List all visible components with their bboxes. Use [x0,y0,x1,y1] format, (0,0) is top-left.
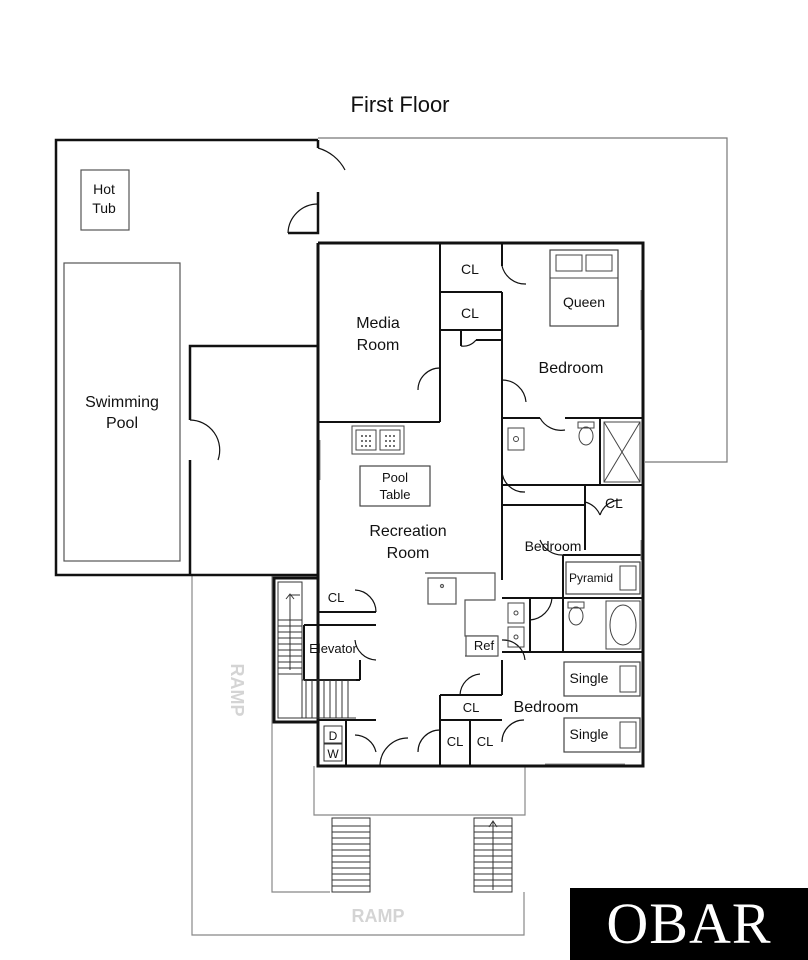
stair-walls [272,576,318,724]
deck-outline [318,137,728,463]
svg-text:Single: Single [570,726,609,742]
exterior-stairs-left [331,817,371,893]
svg-text:D: D [329,729,338,743]
closet-label: CL [328,590,345,605]
kitchen-counter [425,572,499,657]
single-bed: Single [563,717,641,753]
svg-text:Pool: Pool [106,415,138,432]
interior-stairs [277,581,356,719]
svg-text:Room: Room [387,545,430,562]
svg-text:Hot: Hot [93,181,115,197]
interior-walls [303,243,643,766]
closet-label: CL [463,700,480,715]
ramp-label-vertical: RAMP [227,664,247,717]
bedroom-label: Bedroom [514,699,579,716]
svg-text:Pyramid: Pyramid [569,571,613,585]
window-markers [319,290,642,765]
closet-label: CL [447,734,464,749]
svg-text:Swimming: Swimming [85,394,159,411]
svg-text:Single: Single [570,670,609,686]
svg-text:W: W [327,747,339,761]
bath-fixtures [507,421,641,483]
ramp-label-horizontal: RAMP [352,906,405,926]
bedroom-label: Bedroom [525,538,582,554]
elevator: Elevator [309,641,357,656]
svg-text:Tub: Tub [92,200,116,216]
media-room: Media Room [356,315,400,354]
svg-text:Media: Media [356,315,400,332]
svg-text:Pool: Pool [382,470,408,485]
single-bed: Single [563,661,641,697]
wet-bar-sink [351,425,405,455]
hot-tub: Hot Tub [80,169,130,231]
bedroom-label: Bedroom [539,360,604,377]
page-title: First Floor [351,92,450,117]
svg-text:Room: Room [357,337,400,354]
bath-fixtures [507,600,641,650]
queen-bed: Queen [549,249,619,327]
closet-label: CL [477,734,494,749]
refrigerator-label: Ref [474,638,495,653]
pyramid-bunk: Pyramid [565,561,641,595]
swimming-pool: Swimming Pool [63,262,181,562]
recreation-room: Recreation Room [369,523,446,562]
closet-label: CL [461,261,479,277]
obar-logo-text: OBAR [606,891,772,956]
svg-text:Recreation: Recreation [369,523,446,540]
ramp-outline [191,575,526,936]
obar-logo: OBAR [570,888,808,960]
door-swings [189,147,623,767]
washer-dryer: D W [323,725,343,762]
house-outer-walls [316,241,645,768]
svg-text:Table: Table [379,487,410,502]
svg-text:Queen: Queen [563,294,605,310]
closet-label: CL [461,305,479,321]
closet-label: CL [605,495,623,511]
svg-text:Elevator: Elevator [309,641,357,656]
pool-deck-walls [54,138,320,577]
exterior-stairs-right [473,817,513,893]
pool-table: Pool Table [359,465,431,507]
